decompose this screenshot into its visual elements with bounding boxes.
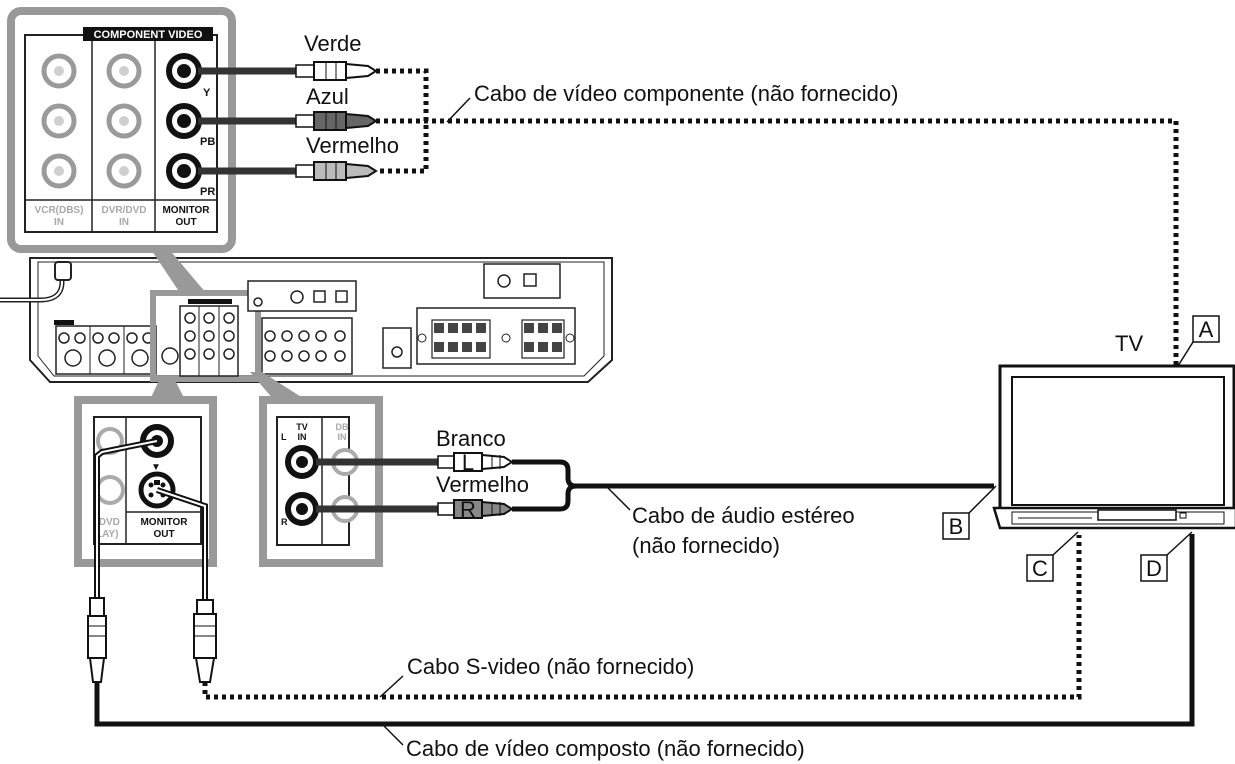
dvr-dvd-in-label: IN (119, 217, 129, 228)
svg-text:▼: ▼ (151, 462, 161, 473)
audio-plug-white: L (437, 450, 514, 475)
plug-l-label: L (462, 450, 474, 475)
composite-video-cable (87, 438, 1195, 746)
left-monitor-out-label-2: OUT (153, 529, 174, 540)
tv-set: TV (992, 331, 1235, 530)
rca-plug-blue (295, 111, 378, 131)
svg-text:C: C (1032, 556, 1048, 581)
tv-in-label: TV (296, 422, 308, 432)
audio-plug-red: R (437, 497, 514, 522)
tv-in-label-2: IN (298, 432, 307, 442)
rca-plug-green (295, 61, 378, 81)
audio-right-jack[interactable] (285, 492, 319, 526)
monitor-out-label-2: OUT (175, 217, 196, 228)
composite-rca-plug (87, 597, 107, 683)
audio-cable-label-2: (não fornecido) (632, 533, 780, 558)
verde-label: Verde (304, 31, 362, 56)
tv-label: TV (1115, 331, 1143, 356)
connector-label-a: A (1177, 315, 1220, 367)
vermelho-mid-label: Vermelho (436, 472, 529, 497)
connector-label-b: B (942, 485, 997, 540)
dvr-dvd-label: DVR/DVD (101, 205, 146, 216)
vermelho-top-label: Vermelho (306, 133, 399, 158)
left-monitor-out-label: MONITOR (140, 517, 188, 528)
svg-text:A: A (1199, 317, 1214, 342)
svideo-cable-label: Cabo S-video (não fornecido) (407, 654, 694, 679)
stereo-audio-cable: L R (316, 450, 994, 522)
monitor-out-component-jacks[interactable] (166, 53, 202, 189)
jack-pr-label: PR (200, 186, 215, 198)
dvd-play-partial-label-2: LAY) (96, 529, 118, 540)
s-video-plug (193, 599, 217, 683)
component-cable-label: Cabo de vídeo componente (não fornecido) (474, 81, 898, 106)
vcr-dbs-label: VCR(DBS) (35, 205, 84, 216)
svg-text:D: D (1146, 556, 1162, 581)
component-video-header: COMPONENT VIDEO (94, 29, 203, 41)
monitor-out-label: MONITOR (162, 205, 210, 216)
audio-left-jack[interactable] (285, 445, 319, 479)
db-in-label-2: IN (338, 432, 347, 442)
db-in-label: DB (336, 422, 349, 432)
s-video-cable (156, 487, 1082, 700)
plug-r-label: R (460, 497, 476, 522)
tv-in-zoom-panel: TV IN DB IN L R (250, 372, 383, 567)
receiver-rear-panel (0, 257, 613, 383)
component-video-cable (198, 61, 1179, 372)
dvd-play-partial-label: /DVD (96, 517, 120, 528)
composite-cable-label: Cabo de vídeo composto (não fornecido) (406, 736, 805, 761)
left-channel-label: L (281, 432, 287, 442)
right-channel-label: R (281, 517, 288, 527)
component-video-zoom-panel: COMPONENT VIDEO Y PB PR (7, 7, 236, 293)
audio-cable-label: Cabo de áudio estéreo (632, 503, 855, 528)
svg-text:B: B (949, 514, 964, 539)
rca-plug-red (295, 161, 378, 181)
jack-pb-label: PB (200, 136, 215, 148)
azul-label: Azul (306, 84, 349, 109)
connector-label-c: C (1026, 531, 1079, 582)
branco-label: Branco (436, 426, 506, 451)
jack-y-label: Y (203, 87, 211, 99)
vcr-dbs-in-label: IN (54, 217, 64, 228)
connector-label-d: D (1140, 531, 1193, 582)
component-jacks-gray (41, 53, 142, 189)
